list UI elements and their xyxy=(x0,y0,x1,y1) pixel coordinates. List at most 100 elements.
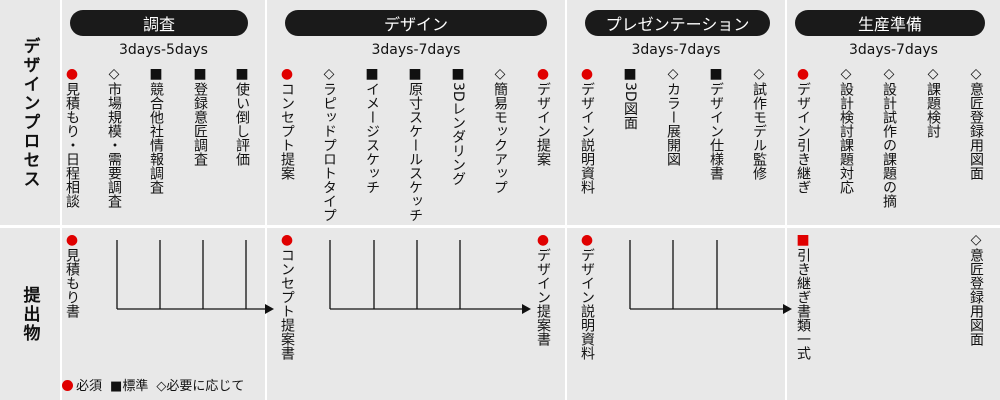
deliverable-item: ●デザイン説明資料 xyxy=(579,232,595,360)
optional-diamond-icon: ◇ xyxy=(968,232,984,248)
legend-required: 必須 xyxy=(62,375,102,394)
row-label-deliverables-bg xyxy=(0,228,60,400)
process-item: ◇市場規模・需要調査 xyxy=(106,66,122,208)
process-item-text: デザイン説明資料 xyxy=(579,82,595,194)
optional-diamond-icon: ◇ xyxy=(665,66,681,82)
legend-standard: ■標準 xyxy=(110,379,149,394)
process-item-text: デザイン引き継ぎ xyxy=(795,82,811,194)
deliverable-item-text: 引き継ぎ書類一式 xyxy=(795,248,811,360)
process-item-text: 簡易モックアップ xyxy=(492,82,508,194)
phase-title-presentation: プレゼンテーション xyxy=(585,10,770,36)
process-item-text: 見積もり・日程相談 xyxy=(64,82,80,208)
phase-production-panel xyxy=(787,0,1000,225)
deliverable-item-text: デザイン説明資料 xyxy=(579,248,595,360)
process-item-text: 登録意匠調査 xyxy=(192,82,208,166)
standard-square-icon: ■ xyxy=(148,66,164,82)
optional-diamond-icon: ◇ xyxy=(925,66,941,82)
process-item-text: 3Dレンダリング xyxy=(450,82,466,186)
deliverable-item: ■引き継ぎ書類一式 xyxy=(795,232,811,360)
process-item-text: 3D図面 xyxy=(622,82,638,130)
phase-design-panel xyxy=(267,0,565,225)
phase-duration-research: 3days-5days xyxy=(119,42,208,58)
required-dot-icon: ● xyxy=(795,66,811,82)
required-dot-icon xyxy=(62,380,73,391)
optional-diamond-icon: ◇ xyxy=(751,66,767,82)
process-item-text: コンセプト提案 xyxy=(279,82,295,180)
process-item: ◇課題検討 xyxy=(925,66,941,138)
process-item-text: 使い倒し評価 xyxy=(234,82,250,166)
process-item: ◇設計検討課題対応 xyxy=(838,66,854,194)
standard-square-icon: ■ xyxy=(110,379,123,394)
legend: 必須 ■標準 ◇必要に応じて xyxy=(62,375,244,394)
deliverable-research-panel xyxy=(62,228,265,400)
phase-title-design: デザイン xyxy=(285,10,547,36)
process-item: ●デザイン引き継ぎ xyxy=(795,66,811,194)
deliverable-presentation-panel xyxy=(567,228,785,400)
deliverable-design-panel xyxy=(267,228,565,400)
process-item: ◇設計試作の課題の摘 xyxy=(881,66,897,208)
process-item: ●コンセプト提案 xyxy=(279,66,295,180)
process-item: ■競合他社情報調査 xyxy=(148,66,164,194)
row-label-process-text: デザインプロセス xyxy=(19,36,40,189)
deliverable-item: ●コンセプト提案書 xyxy=(279,232,295,360)
process-item-text: 意匠登録用図面 xyxy=(968,82,984,180)
process-item: ■デザイン仕様書 xyxy=(708,66,724,180)
deliverable-item: ●見積もり書 xyxy=(64,232,80,318)
row-label-process: デザインプロセス xyxy=(0,0,60,225)
deliverable-item: ◇意匠登録用図面 xyxy=(968,232,984,346)
optional-diamond-icon: ◇ xyxy=(156,379,167,394)
standard-square-icon: ■ xyxy=(708,66,724,82)
process-item: ◇カラー展開図 xyxy=(665,66,681,166)
process-item-text: 課題検討 xyxy=(925,82,941,138)
required-dot-icon: ● xyxy=(579,232,595,248)
legend-optional: ◇必要に応じて xyxy=(156,379,245,394)
process-item-text: ラピッドプロトタイプ xyxy=(321,82,337,222)
standard-square-icon: ■ xyxy=(407,66,423,82)
process-item: ■3Dレンダリング xyxy=(450,66,466,186)
phase-title-research: 調査 xyxy=(70,10,248,36)
standard-square-icon: ■ xyxy=(192,66,208,82)
deliverable-item-text: 見積もり書 xyxy=(64,248,80,318)
deliverable-item-text: 意匠登録用図面 xyxy=(968,248,984,346)
required-dot-icon: ● xyxy=(279,232,295,248)
process-item-text: 競合他社情報調査 xyxy=(148,82,164,194)
deliverable-item: ●デザイン提案書 xyxy=(535,232,551,346)
required-dot-icon: ● xyxy=(579,66,595,82)
process-item-text: 原寸スケールスケッチ xyxy=(407,82,423,222)
process-item-text: 試作モデル監修 xyxy=(751,82,767,180)
arrow-head-research xyxy=(265,304,274,314)
optional-diamond-icon: ◇ xyxy=(838,66,854,82)
process-item-text: カラー展開図 xyxy=(665,82,681,166)
deliverable-item-text: コンセプト提案書 xyxy=(279,248,295,360)
arrow-head-presentation xyxy=(783,304,792,314)
optional-diamond-icon: ◇ xyxy=(881,66,897,82)
optional-diamond-icon: ◇ xyxy=(968,66,984,82)
deliverable-item-text: デザイン提案書 xyxy=(535,248,551,346)
process-item-text: デザイン提案 xyxy=(535,82,551,166)
required-dot-icon: ● xyxy=(535,66,551,82)
process-item: ●見積もり・日程相談 xyxy=(64,66,80,208)
process-item: ◇簡易モックアップ xyxy=(492,66,508,194)
deliverable-production-panel xyxy=(787,228,1000,400)
optional-diamond-icon: ◇ xyxy=(106,66,122,82)
row-label-process-bg xyxy=(0,0,60,225)
process-item-text: イメージスケッチ xyxy=(364,82,380,194)
process-item: ■原寸スケールスケッチ xyxy=(407,66,423,222)
phase-presentation-panel xyxy=(567,0,785,225)
process-item: ■使い倒し評価 xyxy=(234,66,250,166)
phase-duration-production: 3days-7days xyxy=(849,42,938,58)
standard-square-icon: ■ xyxy=(622,66,638,82)
process-item: ◇試作モデル監修 xyxy=(751,66,767,180)
phase-title-production: 生産準備 xyxy=(795,10,985,36)
phase-duration-presentation: 3days-7days xyxy=(631,42,721,58)
required-dot-icon: ● xyxy=(64,66,80,82)
process-item: ◇ラピッドプロトタイプ xyxy=(321,66,337,222)
process-item: ■イメージスケッチ xyxy=(364,66,380,194)
required-dot-icon: ● xyxy=(279,66,295,82)
process-item: ■3D図面 xyxy=(622,66,638,130)
required-dot-icon: ● xyxy=(535,232,551,248)
process-item: ■登録意匠調査 xyxy=(192,66,208,166)
row-label-deliverables-text: 提出物 xyxy=(19,285,40,343)
required-dot-icon: ● xyxy=(64,232,80,248)
